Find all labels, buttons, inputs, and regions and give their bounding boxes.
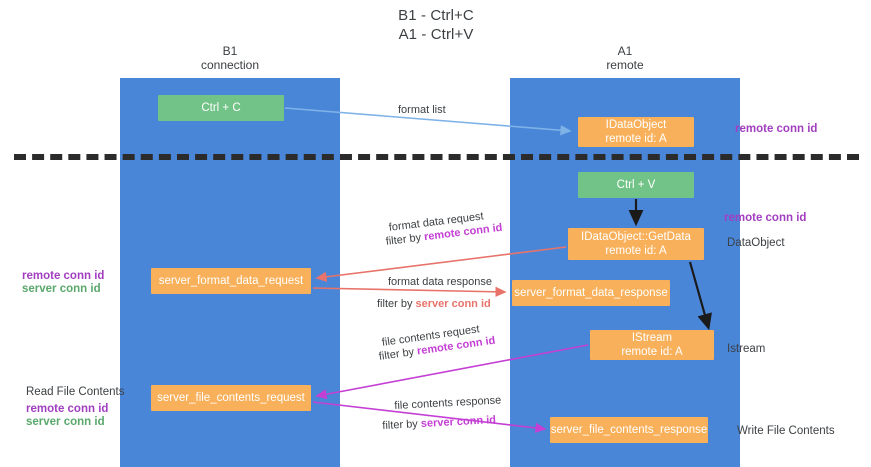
side-label-istream: Istream xyxy=(727,343,766,355)
node-idataobject[interactable]: IDataObject remote id: A xyxy=(578,117,694,147)
node-server-format-data-response-label: server_format_data_response xyxy=(514,287,668,299)
page-title-line2: A1 - Ctrl+V xyxy=(398,26,474,43)
node-getdata-line2: remote id: A xyxy=(605,245,667,257)
side-label-dataobject: DataObject xyxy=(727,237,785,249)
node-server-format-data-response[interactable]: server_format_data_response xyxy=(512,280,670,306)
left-label-server-conn-id: server conn id xyxy=(22,283,101,295)
node-istream-line1: IStream xyxy=(631,332,673,344)
filter-by-text-3: filter by xyxy=(378,346,415,363)
edge-label-format-list: format list xyxy=(398,104,446,116)
column-title-b1-name: B1 xyxy=(222,44,238,58)
page-title-line1: B1 - Ctrl+C xyxy=(398,7,474,24)
edge-label-format-data-response: format data response xyxy=(388,276,492,288)
node-server-file-contents-response-label: server_file_contents_response xyxy=(550,424,708,436)
node-ctrl-c[interactable]: Ctrl + C xyxy=(158,95,284,121)
left-label-server-conn-id-2: server conn id xyxy=(26,416,105,428)
node-ctrl-v[interactable]: Ctrl + V xyxy=(578,172,694,198)
node-idataobject-line2: remote id: A xyxy=(605,133,667,145)
side-label-remote-conn-id-mid: remote conn id xyxy=(724,212,807,224)
node-ctrl-v-label: Ctrl + V xyxy=(616,179,656,191)
page-title: B1 - Ctrl+C A1 - Ctrl+V xyxy=(236,6,636,44)
node-server-format-data-request-label: server_format_data_request xyxy=(158,275,304,287)
node-getdata-line1: IDataObject::GetData xyxy=(581,231,691,243)
node-ctrl-c-label: Ctrl + C xyxy=(201,102,241,114)
node-istream[interactable]: IStream remote id: A xyxy=(590,330,714,360)
filter-by-text-4: filter by xyxy=(382,418,419,432)
column-title-b1-role: connection xyxy=(200,58,260,72)
column-title-b1: B1 connection xyxy=(120,44,340,72)
server-conn-id-text-2: server conn id xyxy=(420,414,497,430)
left-label-remote-conn-id: remote conn id xyxy=(22,270,105,282)
edge-label-file-contents-response: file contents response xyxy=(394,394,502,412)
left-label-remote-conn-id-2: remote conn id xyxy=(26,403,109,415)
column-title-a1-role: remote xyxy=(606,58,644,72)
node-idataobject-getdata[interactable]: IDataObject::GetData remote id: A xyxy=(568,228,704,260)
column-title-a1: A1 remote xyxy=(510,44,740,72)
filter-by-text-1: filter by xyxy=(385,231,422,248)
node-server-file-contents-request[interactable]: server_file_contents_request xyxy=(151,385,311,411)
node-istream-line2: remote id: A xyxy=(621,346,683,358)
edge-label-filter-by-server-conn-id-2: filter by server conn id xyxy=(382,413,496,433)
side-label-write-file-contents: Write File Contents xyxy=(737,425,835,437)
node-idataobject-line1: IDataObject xyxy=(605,119,667,131)
node-server-file-contents-response[interactable]: server_file_contents_response xyxy=(550,417,708,443)
left-label-read-file-contents: Read File Contents xyxy=(26,386,125,398)
phase-separator-dashed-line xyxy=(14,154,859,160)
server-conn-id-text-1: server conn id xyxy=(415,298,491,310)
node-server-file-contents-request-label: server_file_contents_request xyxy=(157,392,305,404)
side-label-remote-conn-id-top: remote conn id xyxy=(735,123,818,135)
node-server-format-data-request[interactable]: server_format_data_request xyxy=(151,268,311,294)
column-title-a1-name: A1 xyxy=(617,44,633,58)
filter-by-text-2: filter by xyxy=(377,298,413,310)
edge-label-filter-by-server-conn-id-1: filter by server conn id xyxy=(377,297,491,311)
